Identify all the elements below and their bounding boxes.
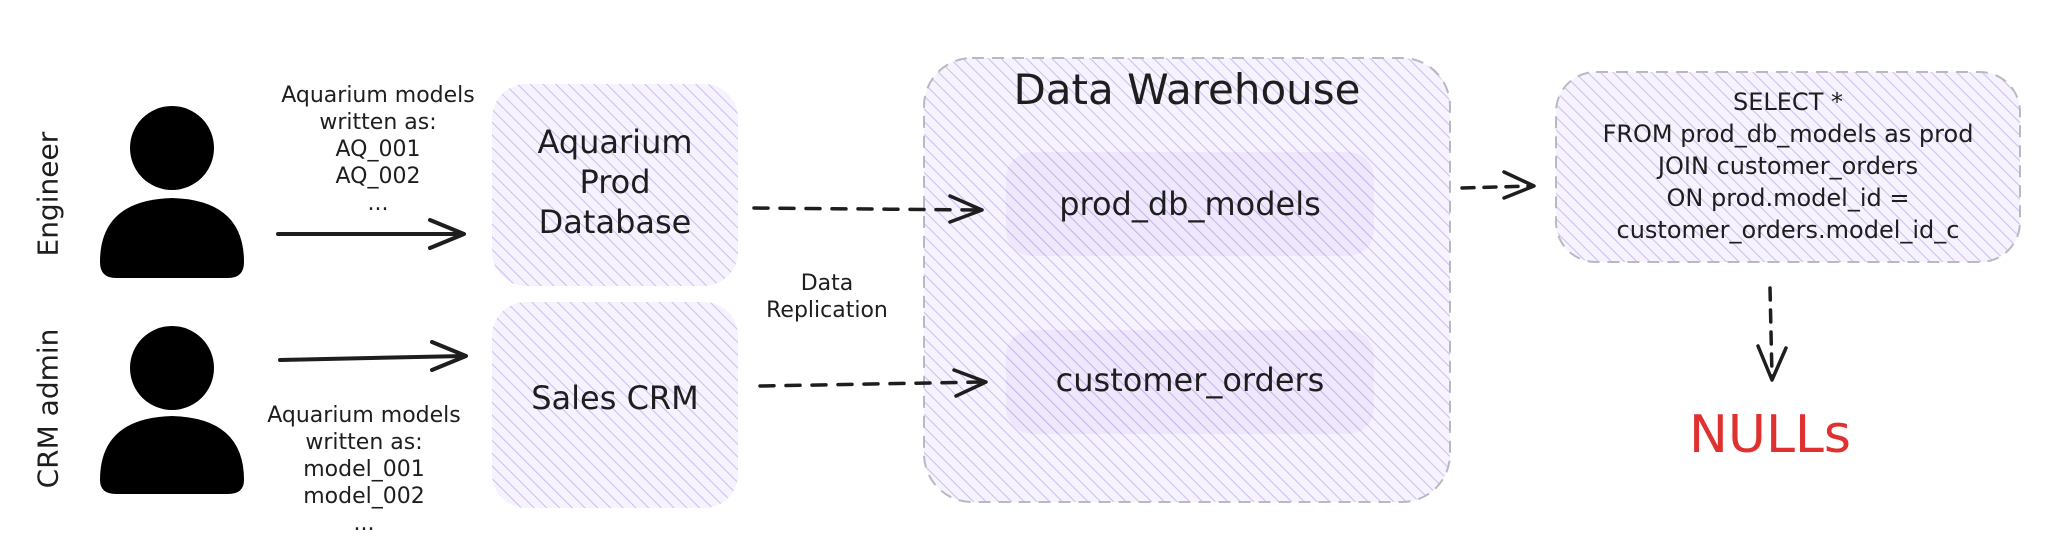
warehouse-title: Data Warehouse (1013, 65, 1361, 114)
crm-admin-role-label: CRM admin (31, 328, 65, 489)
engineer-note-line: AQ_001 (335, 137, 421, 162)
prod-db-models-table-label: prod_db_models (1059, 185, 1321, 223)
crm-note-line: model_001 (303, 457, 425, 482)
engineer-note-line: Aquarium models (281, 83, 475, 108)
engineer-user-icon (100, 106, 244, 278)
customer-orders-table-box (1006, 330, 1374, 434)
prod-db-label-line: Database (538, 203, 692, 241)
sql-query-line: JOIN customer_orders (1657, 152, 1919, 180)
warehouse-to-query-arrow (1460, 170, 1536, 200)
replication-label: Data Replication (752, 270, 902, 324)
replication-label-line: Data (800, 271, 854, 296)
replication-arrow-prod (752, 194, 984, 224)
engineer-note-line: AQ_002 (335, 164, 421, 189)
replication-label-line: Replication (766, 298, 888, 323)
sql-query-line: customer_orders.model_id_c (1616, 216, 1960, 244)
prod-db-models-table-box (1006, 152, 1374, 256)
query-box (1555, 71, 2021, 263)
crm-admin-arrow (278, 340, 468, 372)
sales-crm-label: Sales CRM (531, 379, 699, 417)
engineer-arrow (276, 218, 466, 250)
customer-orders-table-label: customer_orders (1055, 361, 1325, 399)
sql-query: SELECT * FROM prod_db_models as prod JOI… (1556, 86, 2020, 246)
engineer-note-line: written as: (319, 110, 437, 135)
replication-arrow-crm (758, 368, 988, 398)
engineer-note-line: ... (367, 191, 389, 216)
sql-query-line: ON prod.model_id = (1666, 184, 1910, 212)
sql-query-line: FROM prod_db_models as prod (1602, 120, 1974, 148)
crm-note-line: Aquarium models (267, 403, 461, 428)
prod-db-label-line: Aquarium (537, 123, 693, 161)
crm-note-line: ... (353, 511, 375, 536)
crm-note: Aquarium models written as: model_001 mo… (264, 402, 464, 537)
sql-query-line: SELECT * (1733, 88, 1843, 116)
crm-admin-user-icon (100, 326, 244, 494)
engineer-note: Aquarium models written as: AQ_001 AQ_00… (278, 82, 478, 217)
sales-crm-box (492, 302, 738, 508)
query-to-result-arrow (1756, 286, 1788, 382)
prod-db-label: Aquarium Prod Database (492, 122, 738, 242)
crm-note-line: written as: (305, 430, 423, 455)
engineer-role-label: Engineer (31, 131, 65, 257)
prod-db-label-line: Prod (579, 163, 651, 201)
warehouse-box (923, 57, 1451, 503)
nulls-result: NULLs (1689, 405, 1851, 465)
crm-note-line: model_002 (303, 484, 425, 509)
prod-db-box (492, 84, 738, 286)
